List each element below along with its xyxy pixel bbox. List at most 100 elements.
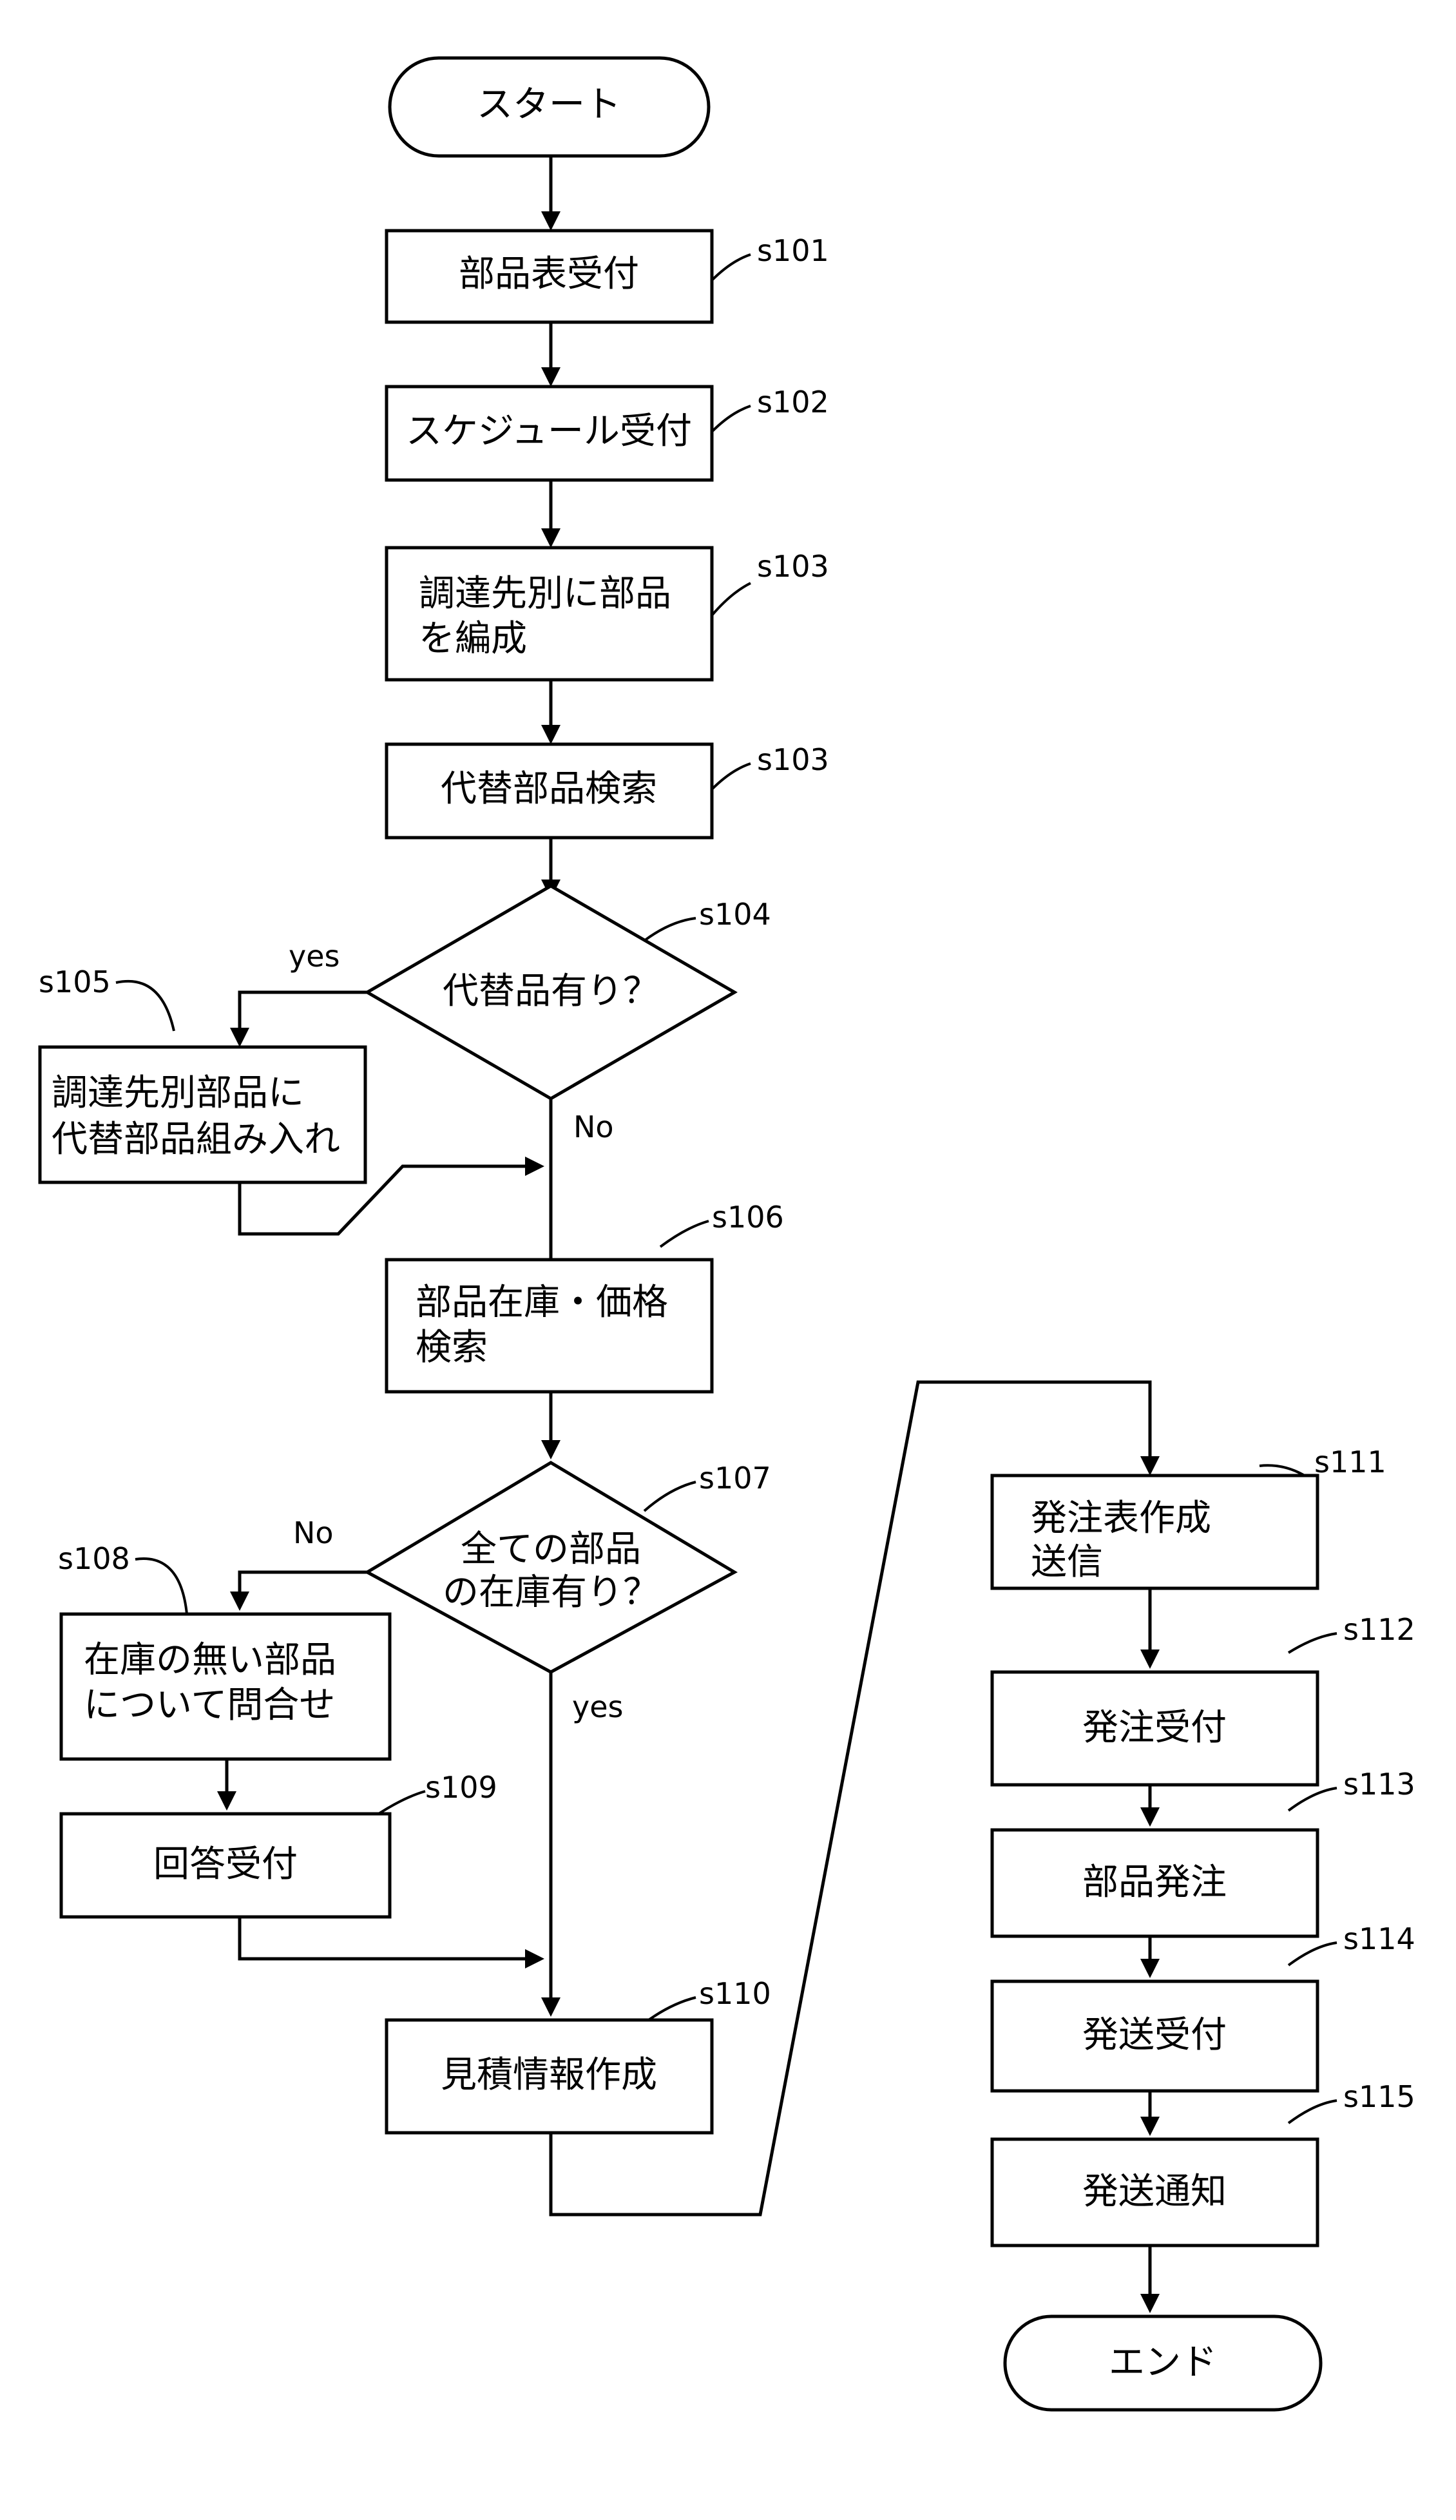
s114-label: 発送受付 [1082, 2014, 1227, 2056]
node-end: エンド [1003, 2314, 1323, 2412]
node-s107: 全ての部品 の在庫有り？ s107 [363, 1461, 771, 1674]
node-s103b: 代替部品検索 s103 [385, 742, 829, 840]
s109-step-label: s109 [425, 1770, 497, 1805]
arrowhead [541, 367, 560, 387]
node-s101: 部品表受付 s101 [385, 229, 829, 324]
node-s110: 見積情報作成 s110 [385, 1976, 771, 2135]
s111-step-label: s111 [1314, 1445, 1386, 1479]
s107-decision [363, 1461, 738, 1674]
s102-label: スケジュール受付 [406, 410, 692, 452]
arrowhead [541, 528, 560, 548]
arrowhead [230, 1592, 249, 1611]
node-s111: 発注表作成 送信 s111 [990, 1445, 1386, 1590]
s114-box [990, 1979, 1319, 2093]
s105-label-line2: 代替部品組み入れ [52, 1119, 340, 1160]
arrowhead [525, 1157, 544, 1176]
s109-box [59, 1812, 392, 1919]
s115-box [990, 2137, 1319, 2247]
s112-box [990, 1670, 1319, 1787]
s101-label: 部品表受付 [459, 253, 639, 295]
node-s108: 在庫の無い部品 について問合せ s108 [58, 1541, 392, 1761]
s105-label-line1: 調達先別部品に [52, 1072, 304, 1114]
arrowhead [541, 211, 560, 231]
s113-step-label: s113 [1343, 1767, 1415, 1802]
s103a-label-line1: 調達先別に部品 [419, 573, 671, 615]
arrowhead [541, 1997, 560, 2017]
s104-decision [364, 884, 738, 1101]
arrowhead [1140, 1650, 1160, 1669]
s112-label: 発注受付 [1082, 1707, 1227, 1749]
s107-label-line2: の在庫有り？ [443, 1572, 659, 1613]
arrowhead [525, 1949, 544, 1968]
s103a-label-line2: を編成 [419, 618, 527, 660]
s115-step-label: s115 [1343, 2079, 1415, 2114]
arrowhead [1140, 1807, 1160, 1827]
s102-step-label: s102 [757, 385, 829, 419]
node-s106: 部品在庫・価格 検索 s106 [385, 1200, 784, 1394]
s105-box [38, 1045, 367, 1184]
s101-step-label: s101 [757, 233, 829, 268]
node-s115: 発送通知 s115 [990, 2079, 1415, 2247]
start-terminal [388, 56, 711, 158]
s104-label: 代替品有り？ [443, 970, 659, 1012]
edge-labels: yes No No yes [289, 939, 624, 1724]
node-s102: スケジュール受付 s102 [385, 385, 829, 482]
arrowhead [217, 1791, 236, 1811]
s110-box [385, 2018, 714, 2135]
s106-label-line1: 部品在庫・価格 [416, 1282, 668, 1323]
arrowhead [230, 1028, 249, 1047]
s104-yes-label: yes [289, 939, 340, 974]
s103a-box [385, 546, 714, 682]
node-s112: 発注受付 s112 [990, 1612, 1415, 1787]
s103b-label: 代替部品検索 [441, 768, 657, 810]
node-s105: 調達先別部品に 代替部品組み入れ s105 [38, 965, 367, 1184]
s106-step-label: s106 [712, 1200, 784, 1235]
arrowhead [541, 725, 560, 744]
s109-label: 回答受付 [153, 1843, 298, 1885]
s107-no-label: No [293, 1515, 334, 1550]
end-label: エンド [1109, 2342, 1217, 2383]
s107-step-label: s107 [699, 1461, 771, 1496]
s110-step-label: s110 [699, 1976, 771, 2011]
s108-box [59, 1612, 392, 1761]
s108-label-line1: 在庫の無い部品 [84, 1639, 336, 1681]
s102-box [385, 385, 714, 482]
s111-label-line2: 送信 [1031, 1541, 1103, 1583]
arrowhead [1140, 1456, 1160, 1476]
s108-step-label: s108 [58, 1541, 130, 1576]
s108-label-line2: について問合せ [84, 1684, 335, 1726]
s106-box [385, 1258, 714, 1394]
node-s114: 発送受付 s114 [990, 1921, 1415, 2093]
arrowhead [541, 1440, 560, 1459]
s103b-box [385, 742, 714, 840]
s105-step-label: s105 [39, 965, 111, 999]
node-start: スタート [388, 56, 711, 158]
s103a-step-label: s103 [757, 549, 829, 584]
node-s113: 部品発注 s113 [990, 1767, 1415, 1938]
s111-label-line1: 発注表作成 [1031, 1497, 1211, 1539]
s113-box [990, 1828, 1319, 1938]
arrowhead [1140, 1959, 1160, 1978]
end-terminal [1003, 2314, 1323, 2412]
s115-label: 発送通知 [1082, 2171, 1227, 2213]
step-leaders [115, 253, 1337, 2124]
s107-label-line1: 全ての部品 [461, 1528, 641, 1570]
s106-label-line2: 検索 [416, 1327, 488, 1369]
s112-step-label: s112 [1343, 1612, 1415, 1647]
s103b-step-label: s103 [757, 742, 829, 777]
node-s109: 回答受付 s109 [59, 1770, 497, 1919]
start-label: スタート [477, 84, 621, 126]
arrowhead [1140, 2117, 1160, 2136]
s113-label: 部品発注 [1082, 1861, 1227, 1903]
s110-label: 見積情報作成 [441, 2054, 657, 2096]
arrowhead [1140, 2294, 1160, 2313]
node-s104: 代替品有り？ s104 [364, 884, 771, 1101]
s104-step-label: s104 [699, 897, 771, 932]
s114-step-label: s114 [1343, 1921, 1415, 1956]
s104-no-label: No [573, 1110, 614, 1144]
s107-yes-label: yes [572, 1689, 624, 1724]
s101-box [385, 229, 714, 324]
node-s103a: 調達先別に部品 を編成 s103 [385, 546, 829, 682]
connectors [225, 156, 1152, 2297]
